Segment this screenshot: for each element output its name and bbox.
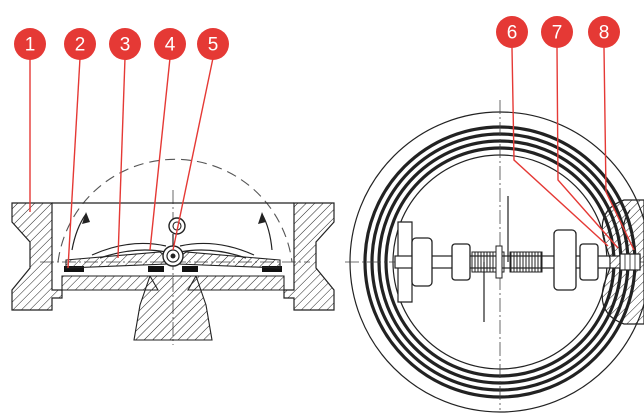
callout-7: 7: [541, 16, 573, 48]
callout-badge: [541, 16, 573, 48]
flow-arrow-left: [71, 213, 87, 251]
callout-number: 8: [599, 23, 610, 44]
seal-right-inner: [182, 266, 198, 272]
spring-arm-left: [91, 242, 167, 256]
callout-badge: [109, 28, 141, 60]
callout-number: 4: [165, 35, 176, 56]
disc-swing-arc: [57, 158, 293, 263]
callout-number: 5: [208, 35, 219, 56]
leader-8: [603, 47, 635, 251]
callout-3: 3: [109, 28, 141, 60]
seat-ring-right: [187, 275, 285, 291]
callout-number: 3: [120, 35, 131, 56]
spring-arm-left-2: [99, 249, 167, 259]
leader-6: [511, 47, 609, 247]
seal-left-outer: [64, 266, 84, 272]
seat-ring-left: [61, 275, 159, 291]
leader-4: [149, 57, 171, 251]
callout-badge: [154, 28, 186, 60]
seal-left-inner: [148, 266, 164, 272]
leader-3: [117, 57, 126, 259]
flow-arrow-left-head: [82, 212, 90, 224]
spring-center-collar: [495, 245, 503, 279]
seal-right-outer: [262, 266, 282, 272]
leader-5: [172, 57, 214, 251]
leader-lines: [29, 47, 635, 269]
callout-number: 6: [507, 23, 518, 44]
end-view: [345, 100, 644, 413]
spring-arm-right: [179, 242, 255, 256]
hinge-block-4: [579, 243, 599, 281]
body-left-flange: [11, 202, 63, 311]
hinge-pin: [170, 253, 176, 259]
leader-2: [67, 57, 81, 269]
torsion-spring-right: [509, 251, 543, 273]
callout-badge: [64, 28, 96, 60]
spring-arm-right-2: [179, 249, 247, 259]
callout-number: 2: [75, 35, 86, 56]
callout-6: 6: [496, 16, 528, 48]
callout-badge: [496, 16, 528, 48]
leader-7: [556, 47, 619, 249]
callout-badge: [588, 16, 620, 48]
hinge-block-1: [411, 237, 433, 287]
callout-8: 8: [588, 16, 620, 48]
disc-right: [177, 251, 281, 269]
callout-2: 2: [64, 28, 96, 60]
callout-number: 1: [25, 35, 36, 56]
central-rib: [133, 275, 213, 341]
callout-1: 1: [14, 28, 46, 60]
callout-5: 5: [197, 28, 229, 60]
callout-4: 4: [154, 28, 186, 60]
hinge-block-2: [451, 243, 471, 281]
callout-number: 7: [552, 23, 563, 44]
callout-badge: [197, 28, 229, 60]
disc-left: [65, 251, 169, 269]
hinge-block-3: [553, 229, 577, 291]
flow-arrow-right-head: [258, 212, 266, 224]
body-right-flange: [283, 202, 335, 311]
callout-badge: [14, 28, 46, 60]
section-view: [11, 158, 335, 345]
